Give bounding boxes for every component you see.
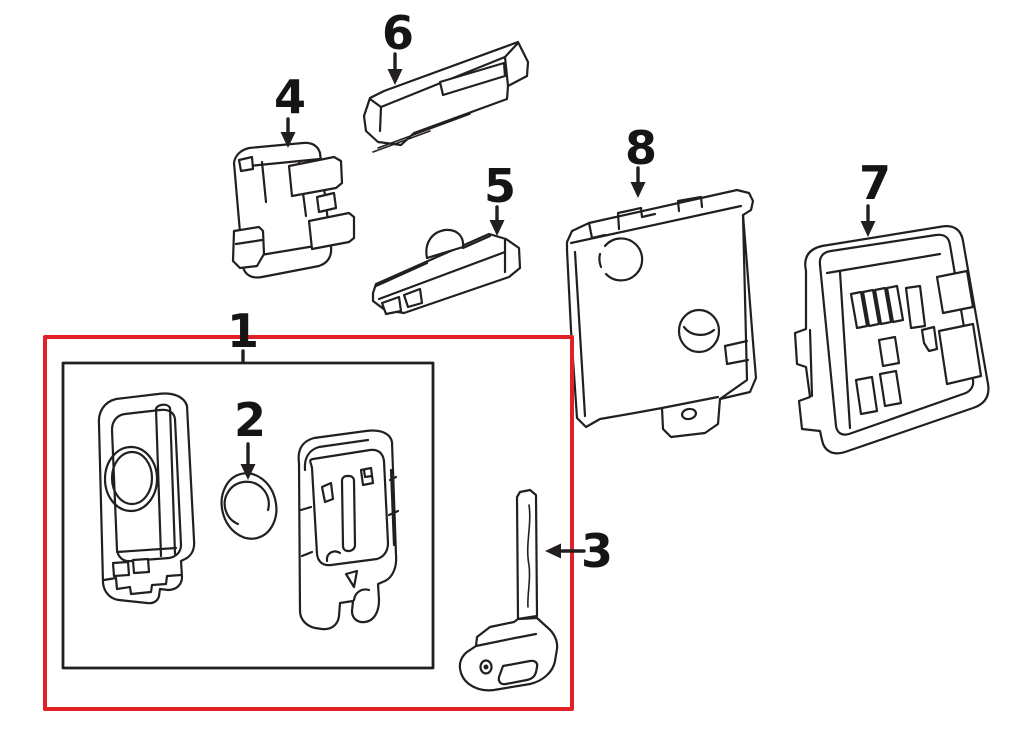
callout-6[interactable]: 6 bbox=[381, 6, 415, 60]
callout-5-arrow bbox=[489, 205, 505, 236]
callout-8[interactable]: 8 bbox=[624, 121, 658, 175]
battery-drawing[interactable] bbox=[215, 467, 283, 544]
part-4-drawing[interactable] bbox=[231, 141, 356, 279]
callout-8-arrow bbox=[630, 166, 646, 198]
callout-2-arrow bbox=[240, 442, 256, 480]
part-1-kit-box[interactable] bbox=[61, 361, 435, 670]
part-7-drawing[interactable] bbox=[793, 225, 990, 455]
callout-6-arrow bbox=[387, 52, 403, 85]
part-6-drawing[interactable] bbox=[362, 40, 530, 153]
selected-part-highlight-box bbox=[43, 335, 574, 711]
part-8-drawing[interactable] bbox=[565, 188, 758, 439]
keyfob-front-shell-drawing[interactable] bbox=[97, 392, 196, 605]
callout-2[interactable]: 2 bbox=[233, 393, 267, 447]
part-5-drawing[interactable] bbox=[371, 228, 522, 316]
callout-1[interactable]: 1 bbox=[226, 304, 260, 358]
keyfob-back-shell-drawing[interactable] bbox=[297, 429, 400, 631]
callout-3[interactable]: 3 bbox=[580, 524, 614, 578]
part-3-key-blade-drawing[interactable] bbox=[458, 488, 559, 692]
callout-4-arrow bbox=[280, 117, 296, 148]
callout-7[interactable]: 7 bbox=[858, 156, 892, 210]
callout-5[interactable]: 5 bbox=[483, 159, 517, 213]
callout-3-arrow bbox=[545, 543, 586, 559]
callout-7-arrow bbox=[860, 204, 876, 237]
callout-4[interactable]: 4 bbox=[273, 70, 307, 124]
